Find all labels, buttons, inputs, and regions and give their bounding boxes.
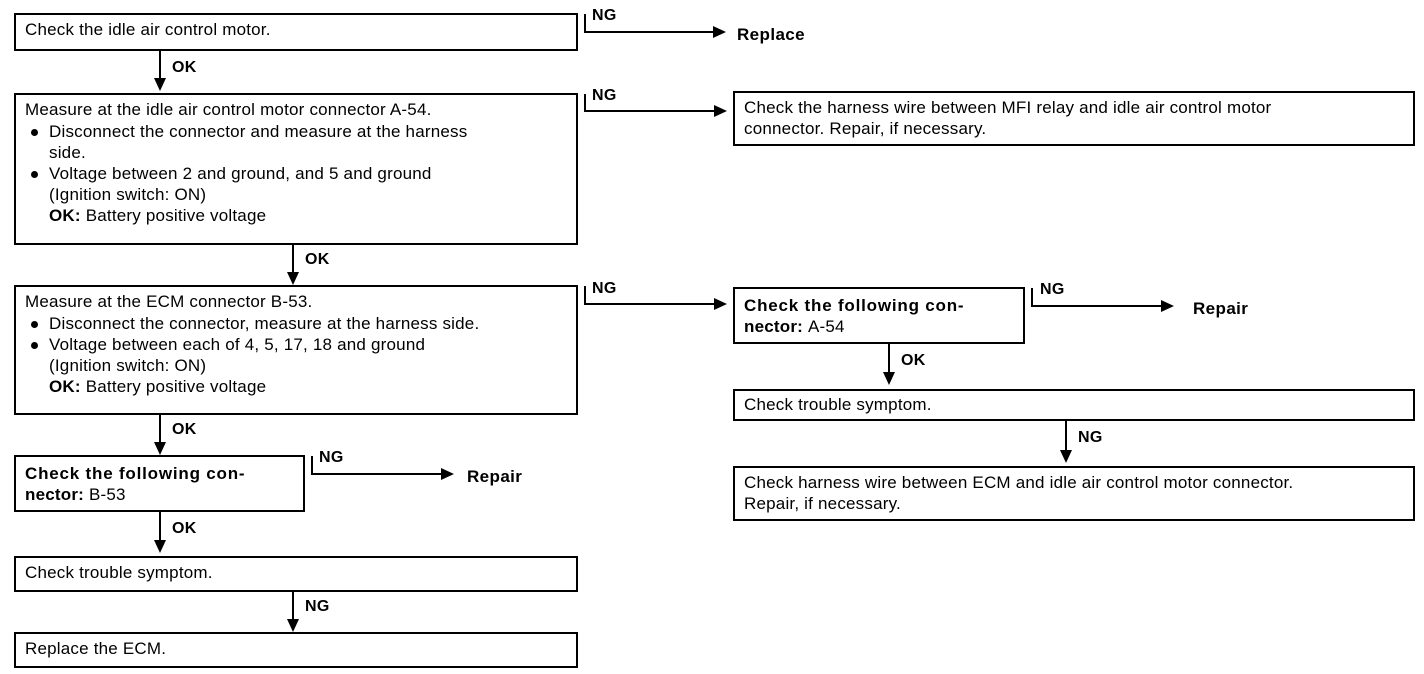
edge-check-motor-to-replace-arrowhead xyxy=(713,26,726,38)
node-line-2: Repair, if necessary. xyxy=(744,494,901,513)
edge-label-ng-1: NG xyxy=(592,7,617,24)
node-repair-left[interactable]: Repair xyxy=(467,467,523,486)
bullet-line-2: side. xyxy=(49,143,86,162)
node-bullet-list: Disconnect the connector and measure at … xyxy=(25,121,568,226)
edge-measure-b53-to-connector-a54-arrowhead xyxy=(714,298,727,310)
edge-label-ok-1: OK xyxy=(172,59,197,76)
edge-measure-a54-to-harness-mfi-line xyxy=(584,110,716,112)
edge-label-ok-3: OK xyxy=(172,421,197,438)
connector-label: nector: xyxy=(25,485,85,504)
node-line-2: nector: B-53 xyxy=(25,484,295,505)
edge-measure-a54-to-harness-mfi-stub xyxy=(584,94,586,112)
edge-label-ng-3: NG xyxy=(592,280,617,297)
edge-trouble-right-to-harness-ecm-arrowhead xyxy=(1060,450,1072,463)
edge-label-ng-7: NG xyxy=(1078,429,1103,446)
edge-measure-a54-to-measure-b53-line xyxy=(292,245,294,275)
edge-measure-b53-to-connector-a54-line xyxy=(584,303,716,305)
node-line-1: Check the harness wire between MFI relay… xyxy=(744,98,1272,117)
ok-value: Battery positive voltage xyxy=(85,377,267,396)
edge-trouble-left-to-replace-ecm-arrowhead xyxy=(287,619,299,632)
node-line-2: connector. Repair, if necessary. xyxy=(744,119,987,138)
node-replace-top[interactable]: Replace xyxy=(737,25,806,44)
edge-label-ok-4: OK xyxy=(172,520,197,537)
edge-check-motor-to-measure-a54-arrowhead xyxy=(154,78,166,91)
list-item: Voltage between each of 4, 5, 17, 18 and… xyxy=(25,334,568,397)
edge-measure-b53-to-connector-b53-line xyxy=(159,415,161,445)
node-connector-a54[interactable]: Check the following con- nector: A-54 xyxy=(733,287,1025,344)
node-line-1: Check harness wire between ECM and idle … xyxy=(744,473,1294,492)
edge-connector-b53-to-repair-line xyxy=(311,473,443,475)
edge-connector-a54-to-repair-arrowhead xyxy=(1161,300,1174,312)
node-text: Check trouble symptom. xyxy=(744,395,932,414)
node-check-trouble-symptom-left[interactable]: Check trouble symptom. xyxy=(14,556,578,592)
edge-measure-b53-to-connector-a54-stub xyxy=(584,286,586,304)
edge-connector-a54-to-repair-stub xyxy=(1031,288,1033,306)
list-item: Voltage between 2 and ground, and 5 and … xyxy=(25,163,568,226)
bullet-ok-line: OK: Battery positive voltage xyxy=(49,376,568,397)
bullet-line-1: Voltage between each of 4, 5, 17, 18 and… xyxy=(49,335,426,354)
edge-connector-b53-to-repair-stub xyxy=(311,456,313,474)
list-item: Disconnect the connector and measure at … xyxy=(25,121,568,163)
edge-label-ng-2: NG xyxy=(592,87,617,104)
node-connector-b53[interactable]: Check the following con- nector: B-53 xyxy=(14,455,305,512)
edge-label-ok-2: OK xyxy=(305,251,330,268)
list-item: Disconnect the connector, measure at the… xyxy=(25,313,568,334)
connector-value: A-54 xyxy=(807,317,845,336)
edge-label-ng-6: NG xyxy=(1040,281,1065,298)
ok-value: Battery positive voltage xyxy=(85,206,267,225)
node-line-1: Check the following con- xyxy=(744,296,965,315)
edge-connector-b53-to-repair-arrowhead xyxy=(441,468,454,480)
node-harness-mfi-relay[interactable]: Check the harness wire between MFI relay… xyxy=(733,91,1415,146)
edge-connector-a54-to-trouble-right-arrowhead xyxy=(883,372,895,385)
edge-connector-b53-to-trouble-arrowhead xyxy=(154,540,166,553)
node-harness-ecm[interactable]: Check harness wire between ECM and idle … xyxy=(733,466,1415,521)
node-text: Check trouble symptom. xyxy=(25,563,213,582)
edge-measure-a54-to-harness-mfi-arrowhead xyxy=(714,105,727,117)
node-text: Replace the ECM. xyxy=(25,639,167,658)
node-check-trouble-symptom-right[interactable]: Check trouble symptom. xyxy=(733,389,1415,421)
node-measure-b53[interactable]: Measure at the ECM connector B-53. Disco… xyxy=(14,285,578,415)
node-line-1: Check the following con- xyxy=(25,464,246,483)
connector-value: B-53 xyxy=(88,485,126,504)
edge-label-ng-4: NG xyxy=(319,449,344,466)
node-bullet-list: Disconnect the connector, measure at the… xyxy=(25,313,568,397)
edge-connector-a54-to-trouble-right-line xyxy=(888,344,890,375)
edge-check-motor-to-replace-stub xyxy=(584,14,586,32)
edge-measure-b53-to-connector-b53-arrowhead xyxy=(154,442,166,455)
edge-measure-a54-to-measure-b53-arrowhead xyxy=(287,272,299,285)
node-line-2: nector: A-54 xyxy=(744,316,1015,337)
node-repair-right[interactable]: Repair xyxy=(1193,299,1249,318)
ok-label: OK: xyxy=(49,206,81,225)
node-text: Check the idle air control motor. xyxy=(25,20,271,39)
ok-label: OK: xyxy=(49,377,81,396)
edge-check-motor-to-replace-line xyxy=(584,31,716,33)
bullet-line-1: Disconnect the connector, measure at the… xyxy=(49,314,480,333)
bullet-line-2: (Ignition switch: ON) xyxy=(49,185,207,204)
edge-connector-b53-to-trouble-line xyxy=(159,512,161,543)
edge-label-ok-5: OK xyxy=(901,352,926,369)
node-measure-a54[interactable]: Measure at the idle air control motor co… xyxy=(14,93,578,245)
bullet-line-1: Disconnect the connector and measure at … xyxy=(49,122,468,141)
bullet-line-1: Voltage between 2 and ground, and 5 and … xyxy=(49,164,432,183)
edge-connector-a54-to-repair-line xyxy=(1031,305,1163,307)
node-title: Measure at the ECM connector B-53. xyxy=(25,292,313,311)
node-check-idle-air-control-motor[interactable]: Check the idle air control motor. xyxy=(14,13,578,51)
edge-label-ng-5: NG xyxy=(305,598,330,615)
edge-trouble-right-to-harness-ecm-line xyxy=(1065,421,1067,453)
node-replace-the-ecm[interactable]: Replace the ECM. xyxy=(14,632,578,668)
bullet-line-2: (Ignition switch: ON) xyxy=(49,356,207,375)
connector-label: nector: xyxy=(744,317,804,336)
edge-trouble-left-to-replace-ecm-line xyxy=(292,592,294,622)
node-title: Measure at the idle air control motor co… xyxy=(25,100,432,119)
edge-check-motor-to-measure-a54-line xyxy=(159,51,161,81)
bullet-ok-line: OK: Battery positive voltage xyxy=(49,205,568,226)
